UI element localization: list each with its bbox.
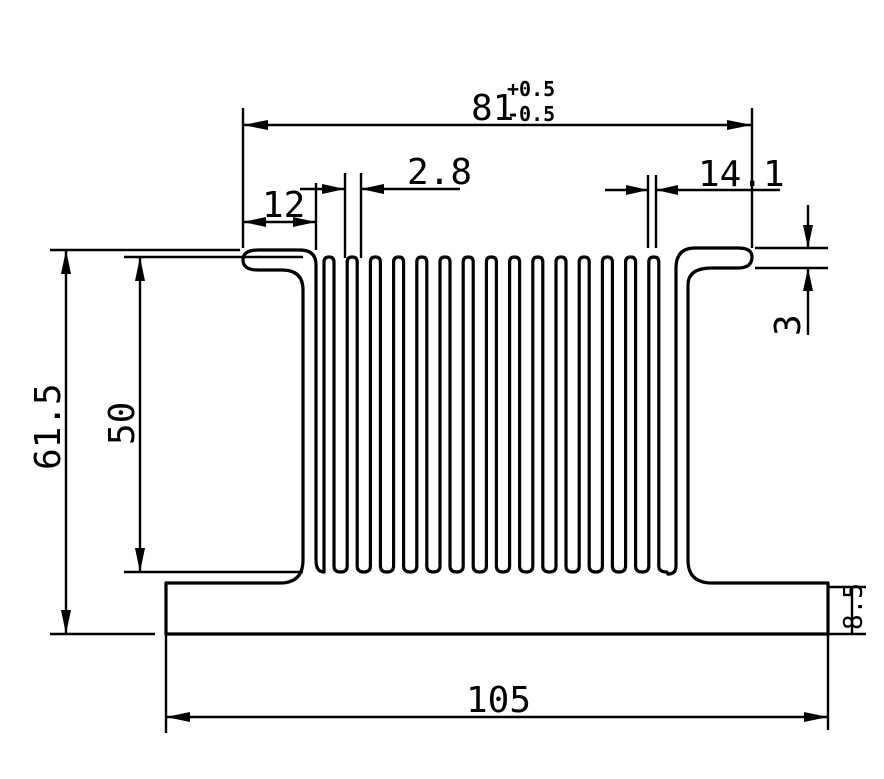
dim-fin-thickness: 2.8 xyxy=(300,152,472,258)
fins xyxy=(322,255,670,576)
dim-flange-thickness: 3 xyxy=(755,205,828,336)
dim-overall-fin-width: 81 +0.5 -0.5 xyxy=(241,77,754,248)
dim-61-5-label: 61.5 xyxy=(28,383,69,470)
dim-81-nominal: 81 xyxy=(471,88,514,129)
dim-2-8-label: 2.8 xyxy=(407,152,472,193)
dim-105-label: 105 xyxy=(466,680,531,721)
dim-base-thickness: 8.5 xyxy=(826,583,869,730)
dim-50-label: 50 xyxy=(102,402,143,445)
dim-overall-height: 61.5 xyxy=(28,248,240,636)
dim-3-label: 3 xyxy=(768,314,809,336)
dim-right-flange: 14.1 xyxy=(605,154,785,248)
dim-14-1-label: 14.1 xyxy=(698,154,785,195)
dim-left-flange: 12 xyxy=(243,183,318,250)
dim-81-lower-tol: -0.5 xyxy=(507,102,555,126)
dim-base-width: 105 xyxy=(164,634,828,733)
dim-81-upper-tol: +0.5 xyxy=(507,77,555,101)
base-plate xyxy=(164,246,830,636)
heatsink-profile xyxy=(164,246,830,636)
dim-inner-height: 50 xyxy=(102,255,303,574)
left-wall xyxy=(164,248,326,585)
dim-12-label: 12 xyxy=(262,185,305,226)
dim-8-5-label: 8.5 xyxy=(839,583,869,630)
